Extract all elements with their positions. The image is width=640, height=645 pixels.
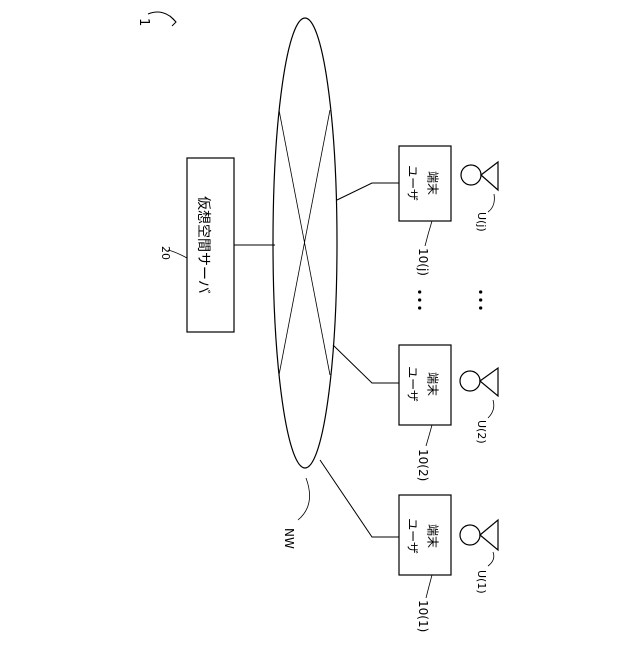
terminal-j-ref-leader <box>425 221 432 246</box>
link-terminal-2 <box>333 345 399 383</box>
user-2-leader <box>488 400 494 418</box>
user-2-head <box>460 371 480 391</box>
system-ref-label: 1 <box>136 18 151 26</box>
terminal-2-ref-leader <box>426 425 432 446</box>
server-label: 仮想空間サーバ <box>195 196 211 294</box>
user-2-label: U(2) <box>475 420 488 444</box>
terminal-j-label-line2: 端末 <box>426 171 440 195</box>
user-j-body <box>481 162 498 190</box>
terminal-ellipsis: ･･･ <box>410 288 429 312</box>
terminal-j-label-line1: ユーザ <box>406 165 420 201</box>
user-j-leader <box>488 194 494 212</box>
server-ref-label: 20 <box>159 246 172 260</box>
user-1-label: U(1) <box>475 570 488 594</box>
link-terminal-1 <box>320 460 399 537</box>
terminal-1-label-line1: ユーザ <box>406 518 420 554</box>
network-label: NW <box>282 528 296 549</box>
user-j-head <box>461 165 481 185</box>
user-1-leader <box>488 552 494 566</box>
system-ref-arrow <box>148 12 176 22</box>
link-terminal-j <box>337 183 399 200</box>
user-1-body <box>480 520 498 550</box>
system-ref-arrowhead <box>170 16 176 26</box>
network-label-leader <box>298 478 310 520</box>
terminal-1-label-line2: 端末 <box>426 524 440 548</box>
terminal-2-label-line1: ユーザ <box>406 366 420 402</box>
terminal-1-ref-leader <box>426 575 432 598</box>
user-2-body <box>480 368 498 396</box>
user-j-label: U(j) <box>475 212 488 232</box>
terminal-2-ref: 10(2) <box>416 449 430 481</box>
terminal-2-label-line2: 端末 <box>426 372 440 396</box>
terminal-j-ref: 10(j) <box>416 248 430 276</box>
user-ellipsis: ･･･ <box>471 288 490 312</box>
user-1-head <box>460 525 480 545</box>
terminal-1-ref: 10(1) <box>416 600 430 632</box>
